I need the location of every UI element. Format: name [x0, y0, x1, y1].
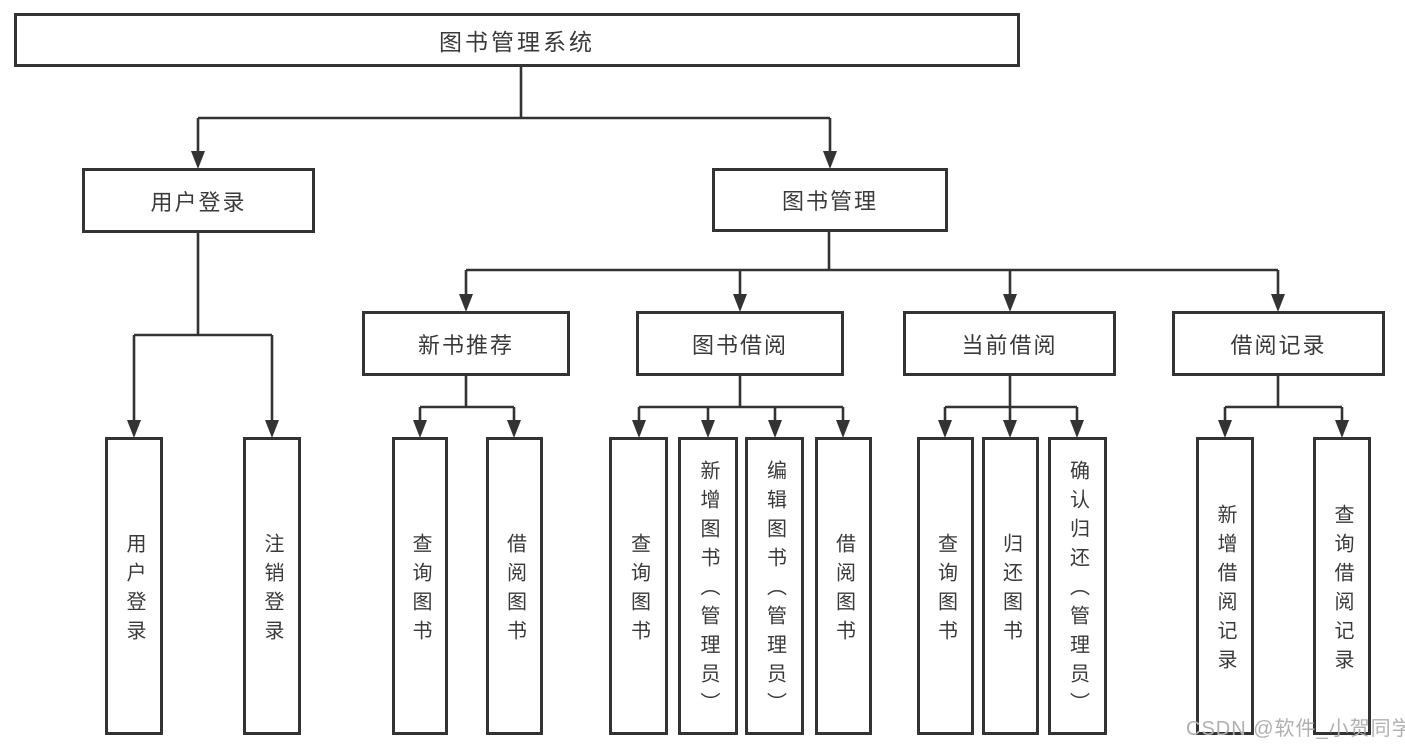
leaf-return-books: 归还图书	[982, 437, 1039, 735]
leaf-borrow-books-recommend: 借阅图书	[486, 437, 543, 735]
node-new-book-recommend: 新书推荐	[362, 311, 570, 376]
node-user-login: 用户登录	[82, 168, 315, 233]
leaf-edit-books-admin: 编辑图书（管理员）	[745, 437, 804, 735]
node-borrowing-records: 借阅记录	[1172, 311, 1385, 376]
leaf-confirm-return-admin: 确认归还（管理员）	[1048, 437, 1107, 735]
node-root-system: 图书管理系统	[14, 13, 1020, 67]
leaf-query-books-borrowing: 查询图书	[609, 437, 668, 735]
node-book-management: 图书管理	[712, 168, 948, 232]
watermark: CSDN @软件_小贺同学	[1186, 718, 1405, 740]
node-book-borrowing: 图书借阅	[636, 311, 844, 376]
node-current-borrowing: 当前借阅	[903, 311, 1116, 376]
leaf-logout: 注销登录	[243, 437, 301, 735]
arrowheads	[127, 151, 1349, 438]
leaf-add-borrow-record: 新增借阅记录	[1196, 437, 1254, 735]
leaf-query-borrow-record: 查询借阅记录	[1313, 437, 1371, 735]
leaf-query-books-current: 查询图书	[917, 437, 974, 735]
leaf-query-books-recommend: 查询图书	[392, 437, 448, 735]
leaf-user-login: 用户登录	[105, 437, 163, 735]
leaf-borrow-books: 借阅图书	[815, 437, 872, 735]
leaf-add-books-admin: 新增图书（管理员）	[678, 437, 738, 735]
